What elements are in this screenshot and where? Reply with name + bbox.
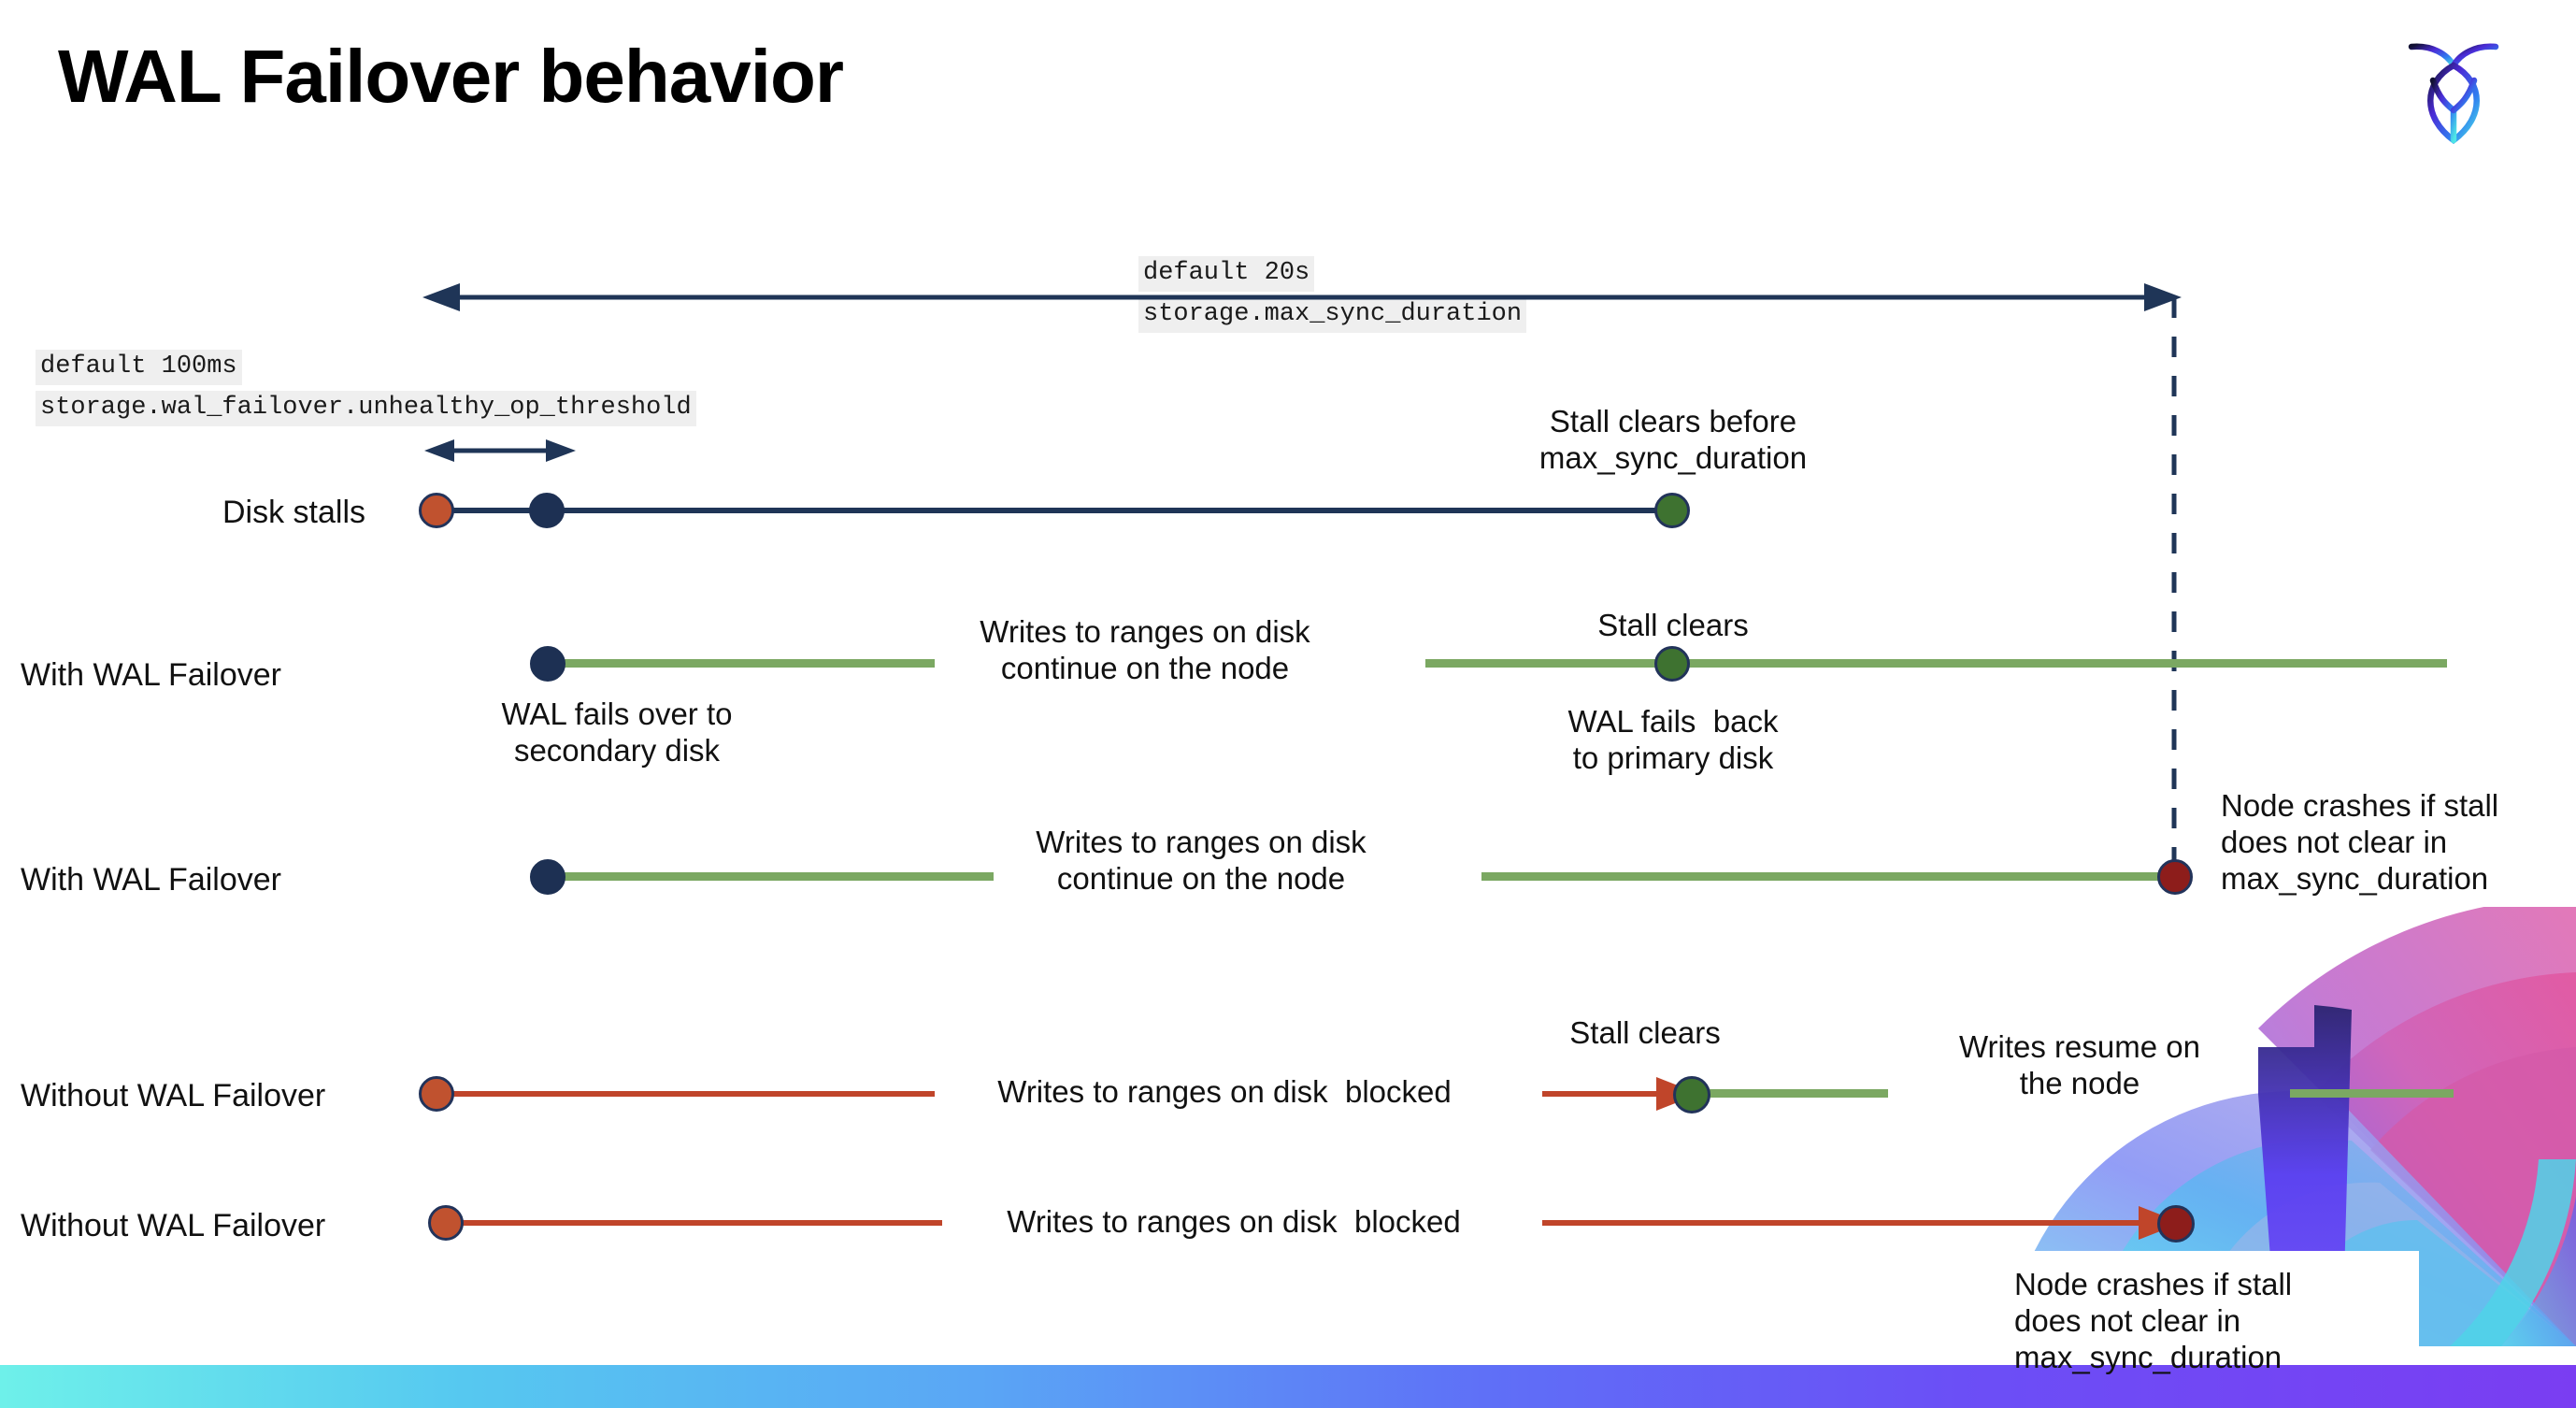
annotation-node-crashes-1: Node crashes if stall does not clear in … bbox=[2221, 788, 2499, 896]
annotation-stall-clears-before: Stall clears before max_sync_duration bbox=[1538, 404, 1808, 475]
wal-failover-crash-dot bbox=[2157, 859, 2193, 895]
annotation-wal-fails-back: WAL fails back to primary disk bbox=[1567, 704, 1779, 775]
row-label-without-wal-failover-clears: Without WAL Failover bbox=[21, 1078, 326, 1113]
wal-failover-clears-line-a bbox=[547, 659, 935, 668]
max-sync-setting-label: storage.max_sync_duration bbox=[1138, 297, 1527, 333]
row-label-without-wal-failover-crash: Without WAL Failover bbox=[21, 1208, 326, 1243]
wal-failover-clears-start-dot bbox=[530, 646, 565, 682]
annotation-writes-blocked-2: Writes to ranges on disk blocked bbox=[1007, 1204, 1461, 1239]
without-wal-crash-line-b bbox=[1542, 1220, 2150, 1226]
annotation-wal-fails-over: WAL fails over to secondary disk bbox=[501, 697, 733, 768]
bottom-gradient-bar bbox=[0, 1365, 2576, 1408]
annotation-node-crashes-2: Node crashes if stall does not clear in … bbox=[2014, 1267, 2293, 1374]
annotation-writes-blocked-1: Writes to ranges on disk blocked bbox=[997, 1074, 1452, 1109]
without-wal-clears-clear-dot bbox=[1673, 1076, 1710, 1113]
row-label-with-wal-failover-clears: With WAL Failover bbox=[21, 657, 281, 693]
annotation-stall-clears-1: Stall clears bbox=[1597, 608, 1749, 642]
without-wal-crash-start-dot bbox=[428, 1205, 464, 1241]
wal-failover-crash-start-dot bbox=[530, 859, 565, 895]
annotation-writes-continue-2: Writes to ranges on disk continue on the… bbox=[1036, 825, 1367, 896]
without-wal-clears-line-a bbox=[439, 1091, 935, 1097]
annotation-stall-clears-2: Stall clears bbox=[1569, 1015, 1721, 1050]
without-wal-crash-line-a bbox=[447, 1220, 942, 1226]
page-title: WAL Failover behavior bbox=[58, 35, 844, 118]
wal-failover-clears-clear-dot bbox=[1654, 646, 1690, 682]
disk-stalls-clear-dot bbox=[1654, 493, 1690, 528]
disk-stalls-failover-dot bbox=[529, 493, 565, 528]
without-wal-clears-line-d bbox=[2290, 1089, 2454, 1098]
unhealthy-op-default-label: default 100ms bbox=[36, 350, 242, 385]
cockroachdb-logo-icon bbox=[2402, 28, 2505, 150]
wal-failover-crash-line-b bbox=[1481, 872, 2173, 881]
wal-failover-clears-line-b bbox=[1425, 659, 2447, 668]
without-wal-clears-start-dot bbox=[419, 1076, 454, 1112]
disk-stalls-line bbox=[437, 508, 1673, 513]
unhealthy-op-setting-label: storage.wal_failover.unhealthy_op_thresh… bbox=[36, 391, 696, 426]
wal-failover-crash-line-a bbox=[547, 872, 994, 881]
annotation-writes-resume: Writes resume on the node bbox=[1959, 1029, 2200, 1100]
max-sync-default-label: default 20s bbox=[1138, 256, 1315, 292]
without-wal-clears-line-b bbox=[1542, 1091, 1668, 1097]
without-wal-crash-dot bbox=[2157, 1205, 2195, 1243]
annotation-writes-continue-1: Writes to ranges on disk continue on the… bbox=[980, 614, 1310, 685]
without-wal-clears-line-c bbox=[1692, 1089, 1888, 1098]
row-label-disk-stalls: Disk stalls bbox=[222, 495, 366, 530]
callout-backdrop-upper bbox=[2215, 785, 2576, 907]
row-label-with-wal-failover-crash: With WAL Failover bbox=[21, 862, 281, 898]
disk-stalls-start-dot bbox=[419, 493, 454, 528]
